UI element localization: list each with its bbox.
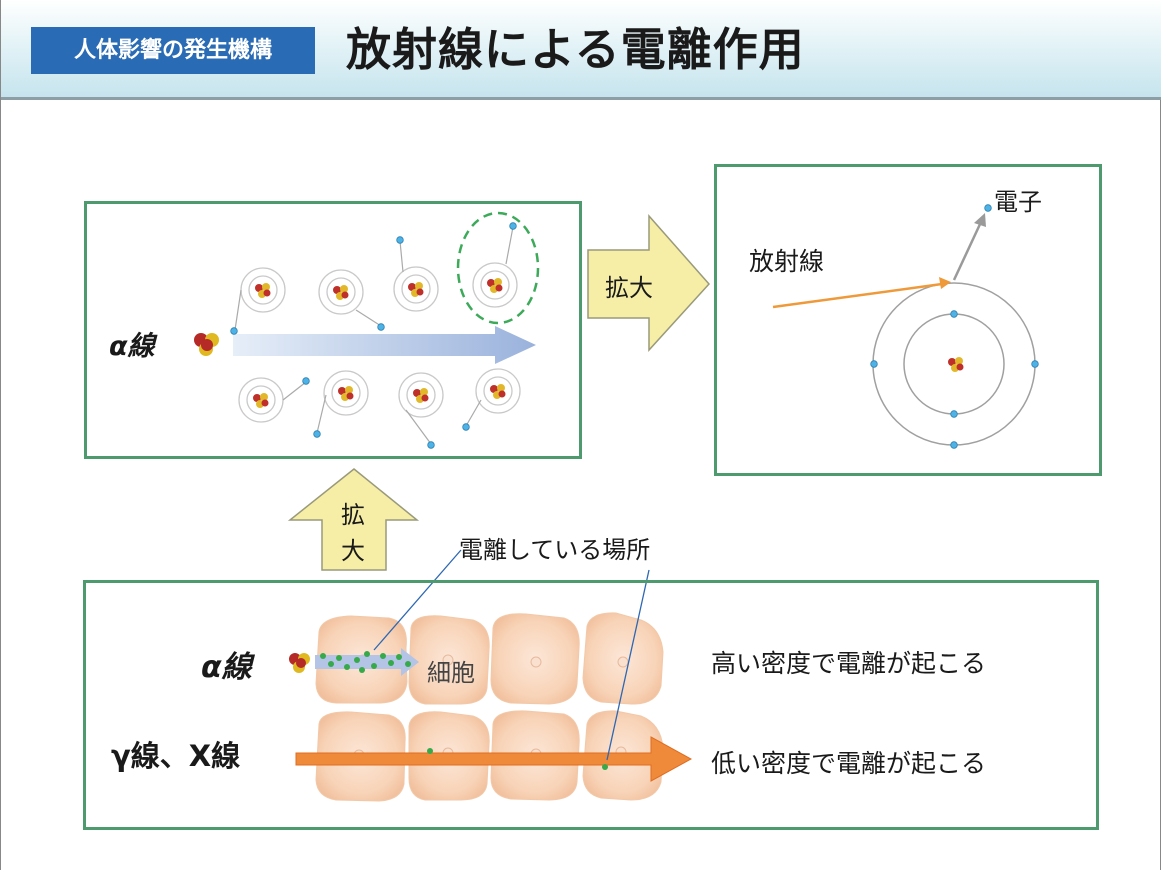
expand-up-label-2: 大: [341, 537, 365, 565]
expand-up-label-1: 拡: [341, 501, 365, 529]
ionization-callout: 電離している場所: [459, 536, 651, 564]
header-bar: 人体影響の発生機構 放射線による電離作用: [1, 0, 1161, 100]
alpha-label-top: α線: [109, 331, 155, 362]
expand-right-arrow: [587, 214, 711, 352]
alpha-particle-small: [289, 653, 310, 673]
alpha-path-arrow: [233, 326, 536, 364]
alpha-particle: [194, 333, 219, 356]
alpha-label-bottom: α線: [201, 650, 252, 685]
zoom-highlight-ellipse: [456, 211, 540, 325]
cell-label: 細胞: [427, 659, 475, 687]
ionization-points-alpha: [320, 651, 411, 673]
gamma-description: 低い密度で電離が起こる: [711, 749, 987, 778]
ejected-electron-track: [952, 221, 983, 281]
gamma-cell-arrow: [295, 736, 693, 782]
section-tag: 人体影響の発生機構: [31, 27, 315, 74]
cell-panel: [83, 580, 1099, 830]
alpha-description: 高い密度で電離が起こる: [711, 649, 987, 678]
page-title: 放射線による電離作用: [346, 23, 805, 76]
zoomed-atom: [772, 204, 1039, 449]
radiation-ray: [772, 282, 943, 309]
expand-up-arrow: [287, 468, 420, 571]
ionization-points-gamma: [427, 748, 608, 770]
zoomed-atom-panel: [714, 164, 1102, 476]
radiation-label: 放射線: [749, 247, 825, 276]
expand-right-label: 拡大: [605, 274, 653, 302]
gamma-label: γ線、X線: [111, 739, 241, 773]
alpha-cell-arrow: [315, 648, 419, 676]
electron-label: 電子: [994, 188, 1042, 216]
